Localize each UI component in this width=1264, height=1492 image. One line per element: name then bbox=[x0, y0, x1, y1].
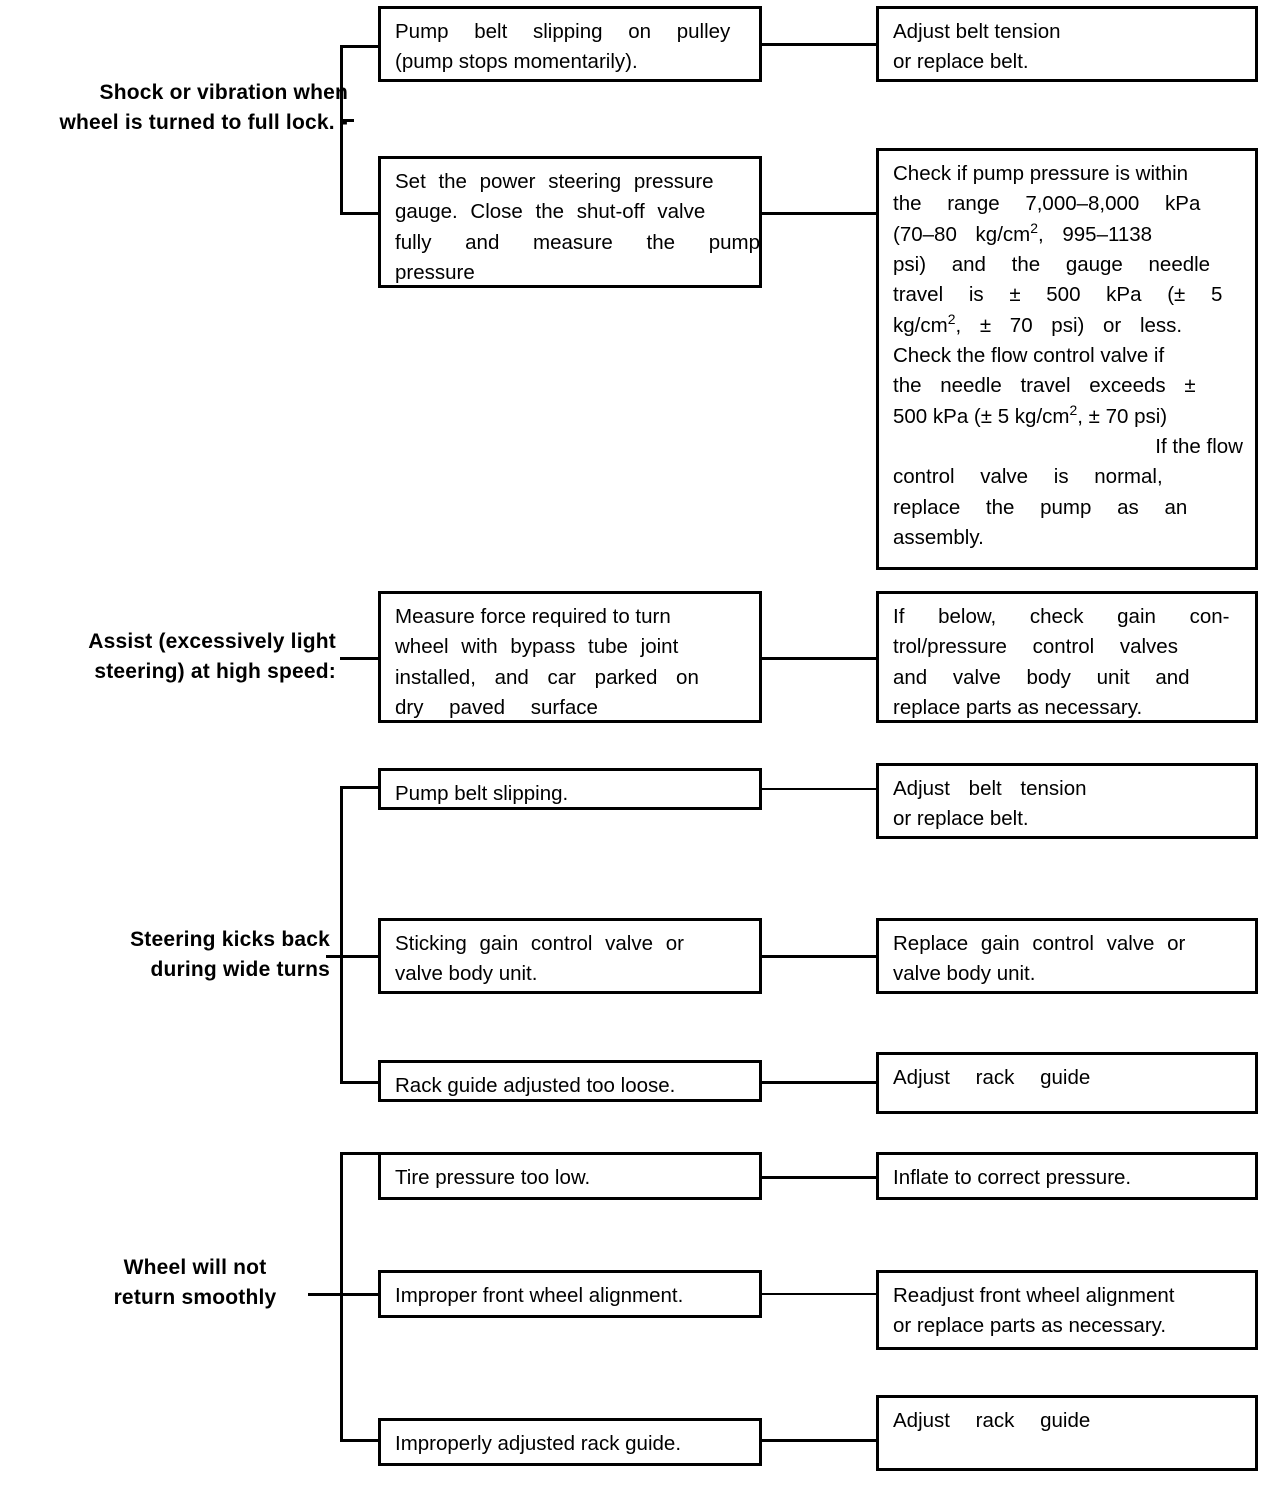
cause-box-set-pressure-gauge: Set the power steering pressure gauge. C… bbox=[378, 156, 762, 288]
symptom-line-1: Shock or vibration when bbox=[99, 81, 348, 104]
remedy-line: assembly. bbox=[893, 525, 984, 549]
connector-cause-to-remedy-2-1 bbox=[762, 657, 876, 660]
remedy-line: Adjust rack guide bbox=[893, 1409, 1091, 1432]
remedy-line: or replace belt. bbox=[893, 50, 1029, 74]
connector-symptom-stub-4 bbox=[308, 1293, 342, 1296]
connector-cause-to-remedy-4-2 bbox=[762, 1293, 876, 1295]
cause-box-improper-front-wheel-alignment: Improper front wheel alignment. bbox=[378, 1270, 762, 1318]
cause-line: Pump belt slipping on pulley bbox=[395, 20, 731, 43]
remedy-line: travel is ± 500 kPa (± 5 bbox=[893, 283, 1223, 307]
remedy-line: the needle travel exceeds ± bbox=[893, 374, 1196, 398]
connector-cause-to-remedy-4-3 bbox=[762, 1439, 876, 1442]
cause-line: Improper front wheel alignment. bbox=[395, 1284, 684, 1307]
remedy-box-adjust-belt-tension-1: Adjust belt tension or replace belt. bbox=[876, 6, 1258, 82]
cause-line: Set the power steering pressure bbox=[395, 170, 714, 193]
remedy-box-adjust-rack-guide-2: Adjust rack guide bbox=[876, 1395, 1258, 1471]
cause-line: dry paved surface bbox=[395, 695, 598, 719]
remedy-box-readjust-front-wheel-alignment: Readjust front wheel alignment or replac… bbox=[876, 1270, 1258, 1350]
cause-line: (pump stops momentarily). bbox=[395, 50, 638, 74]
remedy-line: replace the pump as an bbox=[893, 495, 1188, 519]
remedy-line: (70–80 kg/cm2, 995–1138 bbox=[893, 219, 1153, 246]
connector-trunk-4 bbox=[340, 1152, 343, 1442]
cause-box-pump-belt-slipping: Pump belt slipping. bbox=[378, 768, 762, 810]
symptom-line-1: Assist (excessively light bbox=[88, 630, 336, 653]
cause-line: Tire pressure too low. bbox=[395, 1166, 591, 1189]
cause-line: valve body unit. bbox=[395, 962, 538, 986]
remedy-line: 500 kPa (± 5 kg/cm2, ± 70 psi) bbox=[893, 401, 1168, 428]
connector-branch-4-1 bbox=[340, 1152, 380, 1155]
cause-line: Pump belt slipping. bbox=[395, 782, 569, 805]
connector-branch-4-2 bbox=[340, 1293, 380, 1296]
cause-box-sticking-gain-control-valve: Sticking gain control valve or valve bod… bbox=[378, 918, 762, 994]
remedy-line: psi) and the gauge needle bbox=[893, 252, 1211, 276]
connector-branch-3-1 bbox=[340, 786, 380, 789]
cause-line: Rack guide adjusted too loose. bbox=[395, 1074, 676, 1097]
connector-cause-to-remedy-3-3 bbox=[762, 1081, 876, 1084]
remedy-line: kg/cm2, ± 70 psi) or less. bbox=[893, 310, 1183, 337]
symptom-line-2: steering) at high speed: bbox=[94, 659, 336, 683]
remedy-line: valve body unit. bbox=[893, 962, 1036, 986]
connector-branch-1-2 bbox=[340, 212, 380, 215]
symptom-label-assist-high-speed: Assist (excessively light steering) at h… bbox=[0, 627, 336, 687]
cause-box-rack-guide-too-loose: Rack guide adjusted too loose. bbox=[378, 1060, 762, 1102]
connector-cause-to-remedy-4-1 bbox=[762, 1176, 876, 1179]
remedy-line: or replace belt. bbox=[893, 807, 1029, 831]
connector-branch-3-3 bbox=[340, 1081, 380, 1084]
connector-trunk-3 bbox=[340, 786, 343, 1084]
remedy-line: and valve body unit and bbox=[893, 665, 1190, 689]
remedy-box-replace-gain-control-valve: Replace gain control valve or valve body… bbox=[876, 918, 1258, 994]
connector-branch-1-1 bbox=[340, 45, 380, 48]
cause-line: fully and measure the pump bbox=[395, 230, 760, 254]
cause-line: gauge. Close the shut-off valve bbox=[395, 200, 706, 224]
symptom-line-2: during wide turns bbox=[150, 957, 330, 981]
connector-symptom-stub-1 bbox=[340, 119, 354, 122]
cause-box-pump-belt-slipping-pulley: Pump belt slipping on pulley (pump stops… bbox=[378, 6, 762, 82]
symptom-line-1: Wheel will not bbox=[123, 1256, 267, 1279]
remedy-line: Readjust front wheel alignment bbox=[893, 1284, 1175, 1307]
remedy-line: Adjust rack guide bbox=[893, 1066, 1091, 1089]
remedy-box-check-gain-control-valves: If below, check gain con- trol/pressure … bbox=[876, 591, 1258, 723]
symptom-line-1: Steering kicks back bbox=[130, 928, 330, 951]
connector-cause-to-remedy-3-1 bbox=[762, 788, 876, 790]
remedy-line: Adjust belt tension bbox=[893, 777, 1087, 800]
remedy-line: If below, check gain con- bbox=[893, 605, 1230, 628]
connector-branch-4-3 bbox=[340, 1439, 380, 1442]
symptom-label-shock-vibration: Shock or vibration when wheel is turned … bbox=[0, 78, 348, 138]
remedy-box-inflate-correct-pressure: Inflate to correct pressure. bbox=[876, 1152, 1258, 1200]
cause-line: installed, and car parked on bbox=[395, 665, 699, 689]
cause-line: wheel with bypass tube joint bbox=[395, 635, 679, 659]
cause-box-measure-force-required: Measure force required to turn wheel wit… bbox=[378, 591, 762, 723]
remedy-box-adjust-belt-tension-2: Adjust belt tension or replace belt. bbox=[876, 763, 1258, 839]
symptom-label-steering-kicks-back: Steering kicks back during wide turns bbox=[0, 925, 330, 985]
remedy-box-adjust-rack-guide-1: Adjust rack guide bbox=[876, 1052, 1258, 1114]
remedy-line: the range 7,000–8,000 kPa bbox=[893, 192, 1201, 216]
cause-line: Sticking gain control valve or bbox=[395, 932, 684, 955]
remedy-line: Check if pump pressure is within bbox=[893, 162, 1189, 185]
remedy-line: or replace parts as necessary. bbox=[893, 1314, 1167, 1338]
cause-box-improperly-adjusted-rack-guide: Improperly adjusted rack guide. bbox=[378, 1418, 762, 1466]
symptom-label-wheel-will-not-return: Wheel will not return smoothly bbox=[70, 1253, 320, 1313]
remedy-line: Inflate to correct pressure. bbox=[893, 1166, 1132, 1189]
connector-branch-3-2 bbox=[340, 955, 380, 958]
symptom-line-2: return smoothly bbox=[113, 1285, 277, 1309]
connector-symptom-stub-3 bbox=[326, 955, 342, 958]
remedy-line: trol/pressure control valves bbox=[893, 635, 1178, 659]
remedy-line: Adjust belt tension bbox=[893, 20, 1061, 43]
cause-line: Measure force required to turn bbox=[395, 605, 671, 628]
connector-cause-to-remedy-1-1 bbox=[762, 43, 876, 46]
remedy-line: replace parts as necessary. bbox=[893, 695, 1143, 719]
connector-cause-to-remedy-1-2 bbox=[762, 212, 876, 215]
remedy-line: If the flow bbox=[1155, 434, 1243, 458]
remedy-box-check-pump-pressure: Check if pump pressure is within the ran… bbox=[876, 148, 1258, 570]
connector-cause-to-remedy-3-2 bbox=[762, 955, 876, 958]
symptom-line-2: wheel is turned to full lock. - bbox=[59, 110, 348, 134]
cause-line: Improperly adjusted rack guide. bbox=[395, 1432, 682, 1455]
cause-box-tire-pressure-too-low: Tire pressure too low. bbox=[378, 1152, 762, 1200]
remedy-line: Replace gain control valve or bbox=[893, 932, 1186, 955]
connector-trunk-1 bbox=[340, 45, 343, 215]
connector-symptom-stub-2 bbox=[340, 657, 380, 660]
cause-line: pressure bbox=[395, 260, 475, 284]
remedy-line: Check the flow control valve if bbox=[893, 343, 1165, 367]
remedy-line: control valve is normal, bbox=[893, 465, 1163, 489]
